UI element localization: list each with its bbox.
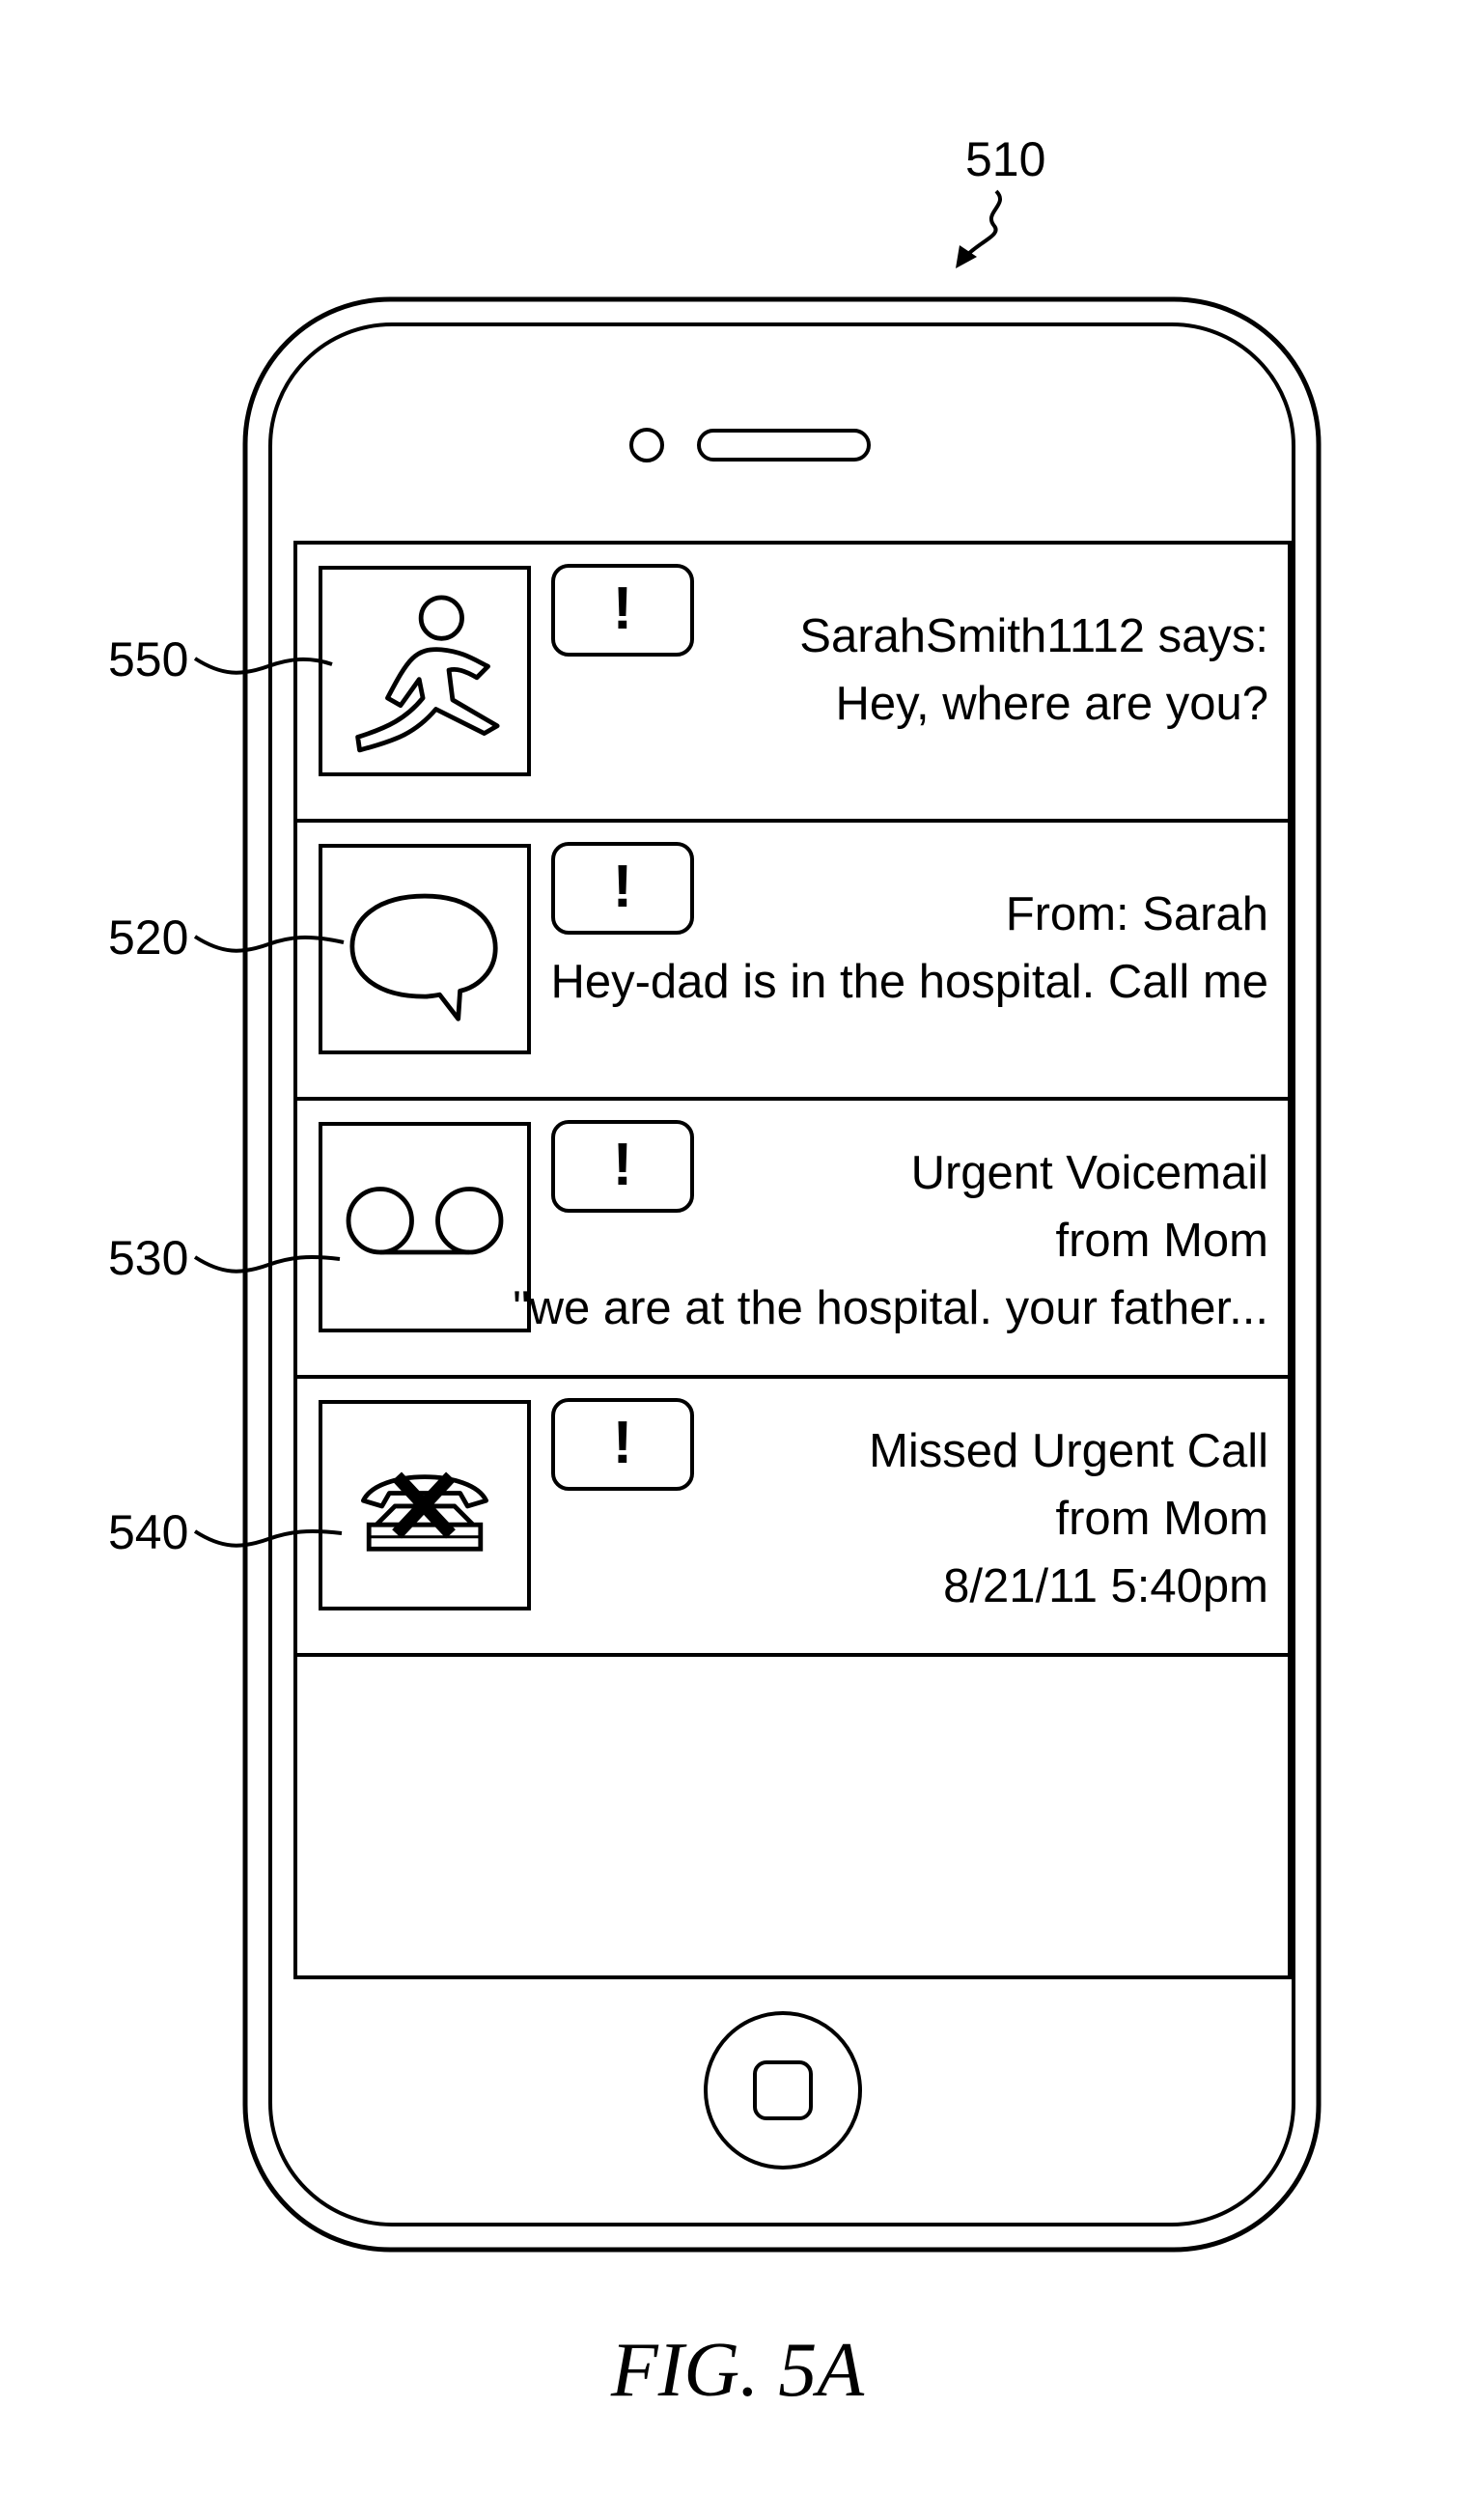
- notification-line: "we are at the hospital. your father...: [513, 1274, 1268, 1342]
- notification-line: Urgent Voicemail: [513, 1139, 1268, 1207]
- notification-line: from Mom: [513, 1207, 1268, 1274]
- notification-text: Missed Urgent Call from Mom 8/21/11 5:40…: [869, 1417, 1268, 1620]
- notification-row-missed-call[interactable]: ! Missed Urgent Call from Mom 8/21/11 5:…: [297, 1379, 1288, 1657]
- notification-text: SarahSmith1112 says: Hey, where are you?: [799, 602, 1268, 738]
- notification-line: From: Sarah: [550, 881, 1268, 948]
- leader-lines: [0, 0, 386, 1641]
- urgent-badge: !: [551, 564, 694, 657]
- phone-screen: ! SarahSmith1112 says: Hey, where are yo…: [293, 541, 1292, 1979]
- notification-line: Hey-dad is in the hospital. Call me: [550, 948, 1268, 1016]
- notification-line: Missed Urgent Call: [869, 1417, 1268, 1485]
- notification-line: Hey, where are you?: [799, 670, 1268, 738]
- urgent-badge: !: [551, 1398, 694, 1491]
- notification-line: from Mom: [869, 1485, 1268, 1553]
- notification-text: From: Sarah Hey-dad is in the hospital. …: [550, 881, 1268, 1016]
- notification-row-text-message[interactable]: ! From: Sarah Hey-dad is in the hospital…: [297, 823, 1288, 1101]
- home-button[interactable]: [701, 2008, 865, 2172]
- earpiece-and-camera: [618, 421, 888, 469]
- notification-row-voicemail[interactable]: ! Urgent Voicemail from Mom "we are at t…: [297, 1101, 1288, 1379]
- notification-line: 8/21/11 5:40pm: [869, 1553, 1268, 1620]
- figure-caption: FIG. 5A: [0, 2327, 1475, 2415]
- notification-text: Urgent Voicemail from Mom "we are at the…: [513, 1139, 1268, 1342]
- notification-row-im[interactable]: ! SarahSmith1112 says: Hey, where are yo…: [297, 545, 1288, 823]
- notification-line: SarahSmith1112 says:: [799, 602, 1268, 670]
